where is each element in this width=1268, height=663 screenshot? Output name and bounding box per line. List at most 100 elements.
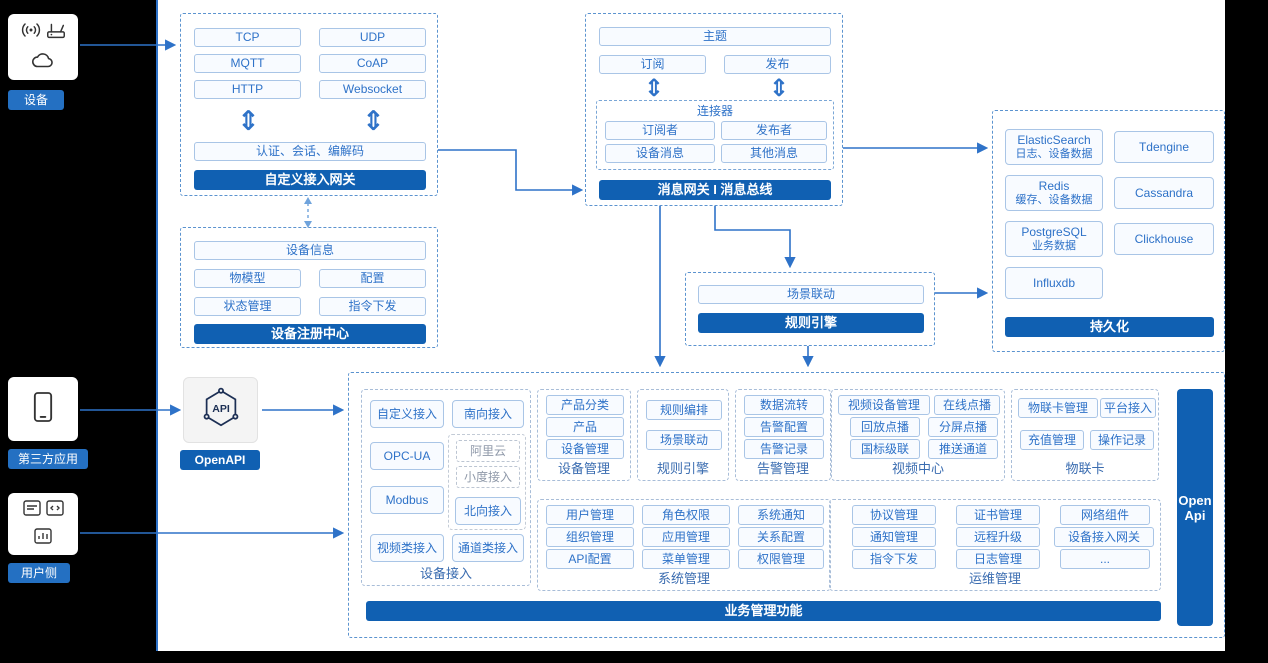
node-modbus: Modbus xyxy=(370,486,444,514)
node-topic: 主题 xyxy=(599,27,831,46)
node-config: 配置 xyxy=(319,269,426,288)
node-auth-session-codec: 认证、会话、编解码 xyxy=(194,142,426,161)
left-divider-line xyxy=(156,0,158,651)
group-label-device-access: 设备接入 xyxy=(419,566,472,581)
node-opc-ua: OPC-UA xyxy=(370,442,444,470)
user-card xyxy=(8,493,78,555)
node-subscriber: 订阅者 xyxy=(605,121,715,140)
node-other-message: 其他消息 xyxy=(721,144,827,163)
node-redis: Redis 缓存、设备数据 xyxy=(1005,175,1103,211)
group-iot-card: 物联卡管理 平台接入 充值管理 操作记录 物联卡 xyxy=(1011,389,1159,481)
updown-arrow-icon: ⇕ xyxy=(237,106,260,136)
node-coap: CoAP xyxy=(319,54,426,73)
node-subscribe: 订阅 xyxy=(599,55,706,74)
code-window-icon xyxy=(45,498,65,523)
user-rail-label: 用户侧 xyxy=(8,563,70,583)
node-iotcard-mgmt: 物联卡管理 xyxy=(1018,398,1098,418)
node-custom-access: 自定义接入 xyxy=(370,400,444,428)
thirdparty-card xyxy=(8,377,78,441)
thirdparty-rail-label: 第三方应用 xyxy=(8,449,88,469)
node-operation-record: 操作记录 xyxy=(1090,430,1154,450)
node-xiaodu-access: 小度接入 xyxy=(456,466,520,488)
node-south-access: 南向接入 xyxy=(452,400,524,428)
node-mqtt: MQTT xyxy=(194,54,301,73)
db-name: Clickhouse xyxy=(1134,231,1194,246)
node-udp: UDP xyxy=(319,28,426,47)
device-rail-label: 设备 xyxy=(8,90,64,110)
group-label-alarm-mgmt: 告警管理 xyxy=(756,461,809,476)
rule-engine-box: 场景联动 规则引擎 xyxy=(685,272,935,346)
node-product: 产品 xyxy=(546,417,624,437)
persistence-title: 持久化 xyxy=(1005,317,1214,337)
connector-box: 连接器 订阅者 发布者 设备消息 其他消息 xyxy=(596,100,834,170)
node-thing-model: 物模型 xyxy=(194,269,301,288)
node-tcp: TCP xyxy=(194,28,301,47)
node-user-mgmt: 用户管理 xyxy=(546,505,634,525)
group-ops-mgmt: 协议管理 证书管理 网络组件 通知管理 远程升级 设备接入网关 指令下发 日志管… xyxy=(829,499,1161,591)
group-system-mgmt: 用户管理 角色权限 系统通知 组织管理 应用管理 关系配置 API配置 菜单管理… xyxy=(537,499,831,591)
node-device-message: 设备消息 xyxy=(605,144,715,163)
node-notify-mgmt: 通知管理 xyxy=(852,527,936,547)
updown-arrow-icon: ⇕ xyxy=(769,75,790,102)
node-permission-mgmt: 权限管理 xyxy=(738,549,824,569)
db-name: ElasticSearch xyxy=(1017,132,1091,147)
node-alarm-record: 告警记录 xyxy=(744,439,824,459)
business-title: 业务管理功能 xyxy=(366,601,1161,621)
node-alarm-config: 告警配置 xyxy=(744,417,824,437)
node-device-mgmt: 设备管理 xyxy=(546,439,624,459)
group-label-ops-mgmt: 运维管理 xyxy=(968,571,1021,586)
db-name: PostgreSQL xyxy=(1021,224,1087,239)
openapi-title: OpenAPI xyxy=(180,450,260,470)
node-cert-mgmt: 证书管理 xyxy=(956,505,1040,525)
node-video-device-mgmt: 视频设备管理 xyxy=(838,395,930,415)
svg-text:API: API xyxy=(212,402,230,414)
node-device-access-gateway: 设备接入网关 xyxy=(1054,527,1154,547)
cloud-icon xyxy=(31,50,55,75)
device-registry-box: 设备信息 物模型 配置 状态管理 指令下发 设备注册中心 xyxy=(180,227,438,348)
node-scene-linkage: 场景联动 xyxy=(698,285,924,304)
db-sub: 日志、设备数据 xyxy=(1015,147,1093,160)
node-ops-more: ... xyxy=(1060,549,1150,569)
db-sub: 业务数据 xyxy=(1032,239,1076,252)
connector-title: 连接器 xyxy=(696,104,733,118)
node-split-screen: 分屏点播 xyxy=(928,417,998,437)
antenna-icon xyxy=(20,19,42,46)
node-menu-mgmt: 菜单管理 xyxy=(642,549,730,569)
node-publish: 发布 xyxy=(724,55,831,74)
group-rule-engine: 规则编排 场景联动 规则引擎 xyxy=(637,389,729,481)
device-card xyxy=(8,14,78,80)
node-cassandra: Cassandra xyxy=(1114,177,1214,209)
custom-gateway-title: 自定义接入网关 xyxy=(194,170,426,190)
node-websocket: Websocket xyxy=(319,80,426,99)
group-alarm-mgmt: 数据流转 告警配置 告警记录 告警管理 xyxy=(735,389,831,481)
node-clickhouse: Clickhouse xyxy=(1114,223,1214,255)
node-command-dispatch: 指令下发 xyxy=(319,297,426,316)
message-bus-title: 消息网关 I 消息总线 xyxy=(599,180,831,200)
node-channel-access: 通道类接入 xyxy=(452,534,524,562)
node-data-flow: 数据流转 xyxy=(744,395,824,415)
group-device-mgmt: 产品分类 产品 设备管理 设备管理 xyxy=(537,389,631,481)
report-icon xyxy=(22,498,42,523)
node-replay: 回放点播 xyxy=(850,417,920,437)
node-device-info: 设备信息 xyxy=(194,241,426,260)
persistence-box: ElasticSearch 日志、设备数据 Tdengine Redis 缓存、… xyxy=(992,110,1225,352)
node-command-dispatch2: 指令下发 xyxy=(852,549,936,569)
node-recharge-mgmt: 充值管理 xyxy=(1020,430,1084,450)
node-remote-upgrade: 远程升级 xyxy=(956,527,1040,547)
group-label-system-mgmt: 系统管理 xyxy=(657,571,710,586)
message-bus-box: 主题 订阅 发布 ⇕ ⇕ 连接器 订阅者 发布者 设备消息 其他消息 消息网关 … xyxy=(585,13,843,206)
api-hexagon-icon: API xyxy=(198,385,244,436)
node-api-config: API配置 xyxy=(546,549,634,569)
node-role-permission: 角色权限 xyxy=(642,505,730,525)
node-http: HTTP xyxy=(194,80,301,99)
modem-icon xyxy=(45,19,67,46)
node-tdengine: Tdengine xyxy=(1114,131,1214,163)
db-name: Influxdb xyxy=(1032,275,1076,290)
node-scene-linkage2: 场景联动 xyxy=(646,430,722,450)
db-name: Tdengine xyxy=(1138,139,1190,154)
node-rule-orchestration: 规则编排 xyxy=(646,400,722,420)
node-app-mgmt: 应用管理 xyxy=(642,527,730,547)
device-registry-title: 设备注册中心 xyxy=(194,324,426,344)
cloud-access-subgroup: 阿里云 小度接入 北向接入 xyxy=(448,434,526,530)
group-label-video-center: 视频中心 xyxy=(891,461,944,476)
